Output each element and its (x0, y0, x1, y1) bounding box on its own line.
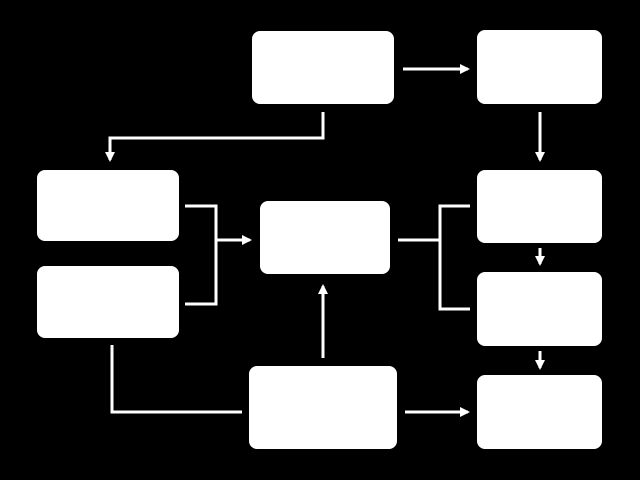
edge-left-lower-to-bottom-center (110, 345, 242, 414)
node-top-right (477, 30, 602, 104)
node-right-upper (477, 170, 602, 243)
node-center (260, 201, 390, 274)
nodes (37, 30, 602, 449)
node-left-upper (37, 170, 179, 241)
edge-left-upper-to-merge (185, 204, 218, 306)
node-top-center (252, 31, 394, 104)
connectors (105, 64, 545, 417)
node-right-bottom (477, 375, 602, 449)
node-left-lower (37, 266, 179, 338)
node-right-middle (477, 272, 602, 346)
node-bottom-center (249, 366, 397, 449)
edge-top-center-to-left-upper (105, 112, 325, 162)
edge-split-to-right-nodes (438, 204, 470, 311)
